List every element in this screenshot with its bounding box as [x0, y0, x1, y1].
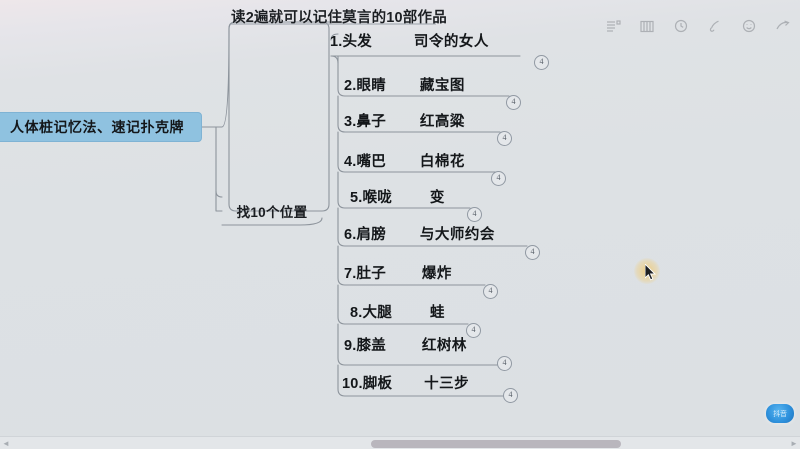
list-item[interactable]: 6.肩膀 与大师约会: [330, 216, 495, 250]
leaf-work: 变: [429, 189, 445, 206]
leaf-badge[interactable]: 4: [467, 207, 482, 222]
leaf-work: 红树林: [421, 337, 467, 354]
leaf-work: 蛙: [429, 304, 445, 321]
leaf-badge[interactable]: 4: [497, 131, 512, 146]
root-node-label: 人体桩记忆法、速记扑克牌: [10, 119, 184, 135]
leaf-badge[interactable]: 4: [491, 171, 506, 186]
leaf-badge[interactable]: 4: [483, 284, 498, 299]
leaf-index: 1.头发: [330, 33, 372, 50]
mouse-cursor-icon: [645, 264, 657, 281]
list-item[interactable]: 7.肚子 爆炸: [330, 255, 452, 289]
toolbar: [600, 14, 796, 38]
branch-node-label: 找10个位置: [236, 205, 308, 220]
leaf-badge[interactable]: 4: [466, 323, 481, 338]
list-item[interactable]: 9.膝盖 红树林: [330, 327, 467, 361]
leaf-index: 5.喉咙: [350, 189, 392, 206]
leaf-work: 与大师约会: [419, 226, 495, 243]
leaf-work: 十三步: [424, 375, 470, 392]
scroll-left-arrow-icon[interactable]: ◄: [2, 439, 10, 448]
outline-view-icon[interactable]: [600, 15, 626, 37]
list-item[interactable]: 2.眼睛 藏宝图: [330, 67, 465, 101]
leaf-badge[interactable]: 4: [497, 356, 512, 371]
list-item[interactable]: 5.喉咙 变: [330, 179, 445, 213]
leaf-index: 8.大腿: [350, 304, 392, 321]
scrollbar-thumb[interactable]: [371, 440, 621, 448]
leaf-work: 红高粱: [419, 113, 465, 130]
leaf-badge[interactable]: 4: [525, 245, 540, 260]
leaf-work: 藏宝图: [419, 77, 465, 94]
root-node[interactable]: 人体桩记忆法、速记扑克牌: [0, 112, 202, 142]
watermark-badge: 抖音: [766, 404, 794, 423]
grid-layout-icon[interactable]: [634, 15, 660, 37]
leaf-index: 6.肩膀: [344, 226, 386, 243]
list-item[interactable]: 3.鼻子 红高粱: [330, 103, 465, 137]
scroll-right-arrow-icon[interactable]: ►: [790, 439, 798, 448]
leaf-index: 10.脚板: [342, 375, 393, 392]
branch-node-find-10-positions[interactable]: 找10个位置: [222, 197, 322, 225]
page-title: 读2遍就可以记住莫言的10部作品: [231, 10, 447, 26]
leaf-work: 爆炸: [421, 265, 452, 282]
list-item[interactable]: 4.嘴巴 白棉花: [330, 143, 465, 177]
leaf-index: 7.肚子: [344, 265, 386, 282]
leaf-index: 9.膝盖: [344, 337, 386, 354]
leaf-index: 3.鼻子: [344, 113, 386, 130]
horizontal-scrollbar[interactable]: ◄ ►: [0, 436, 800, 449]
emoji-face-icon[interactable]: [736, 15, 762, 37]
leaf-badge[interactable]: 4: [506, 95, 521, 110]
list-item[interactable]: 10.脚板 十三步: [330, 365, 469, 399]
leaf-badge[interactable]: 4: [503, 388, 518, 403]
history-clock-icon[interactable]: [668, 15, 694, 37]
leaf-index: 2.眼睛: [344, 77, 386, 94]
leaf-badge[interactable]: 4: [534, 55, 549, 70]
watermark-text: 抖音: [773, 409, 787, 418]
leaf-work: 白棉花: [419, 153, 465, 170]
list-item[interactable]: 1.头发 司令的女人: [330, 23, 489, 57]
share-arrow-icon[interactable]: [770, 15, 796, 37]
theme-brush-icon[interactable]: [702, 15, 728, 37]
leaf-work: 司令的女人: [413, 33, 489, 50]
list-item[interactable]: 8.大腿 蛙: [330, 294, 445, 328]
leaf-index: 4.嘴巴: [344, 153, 386, 170]
